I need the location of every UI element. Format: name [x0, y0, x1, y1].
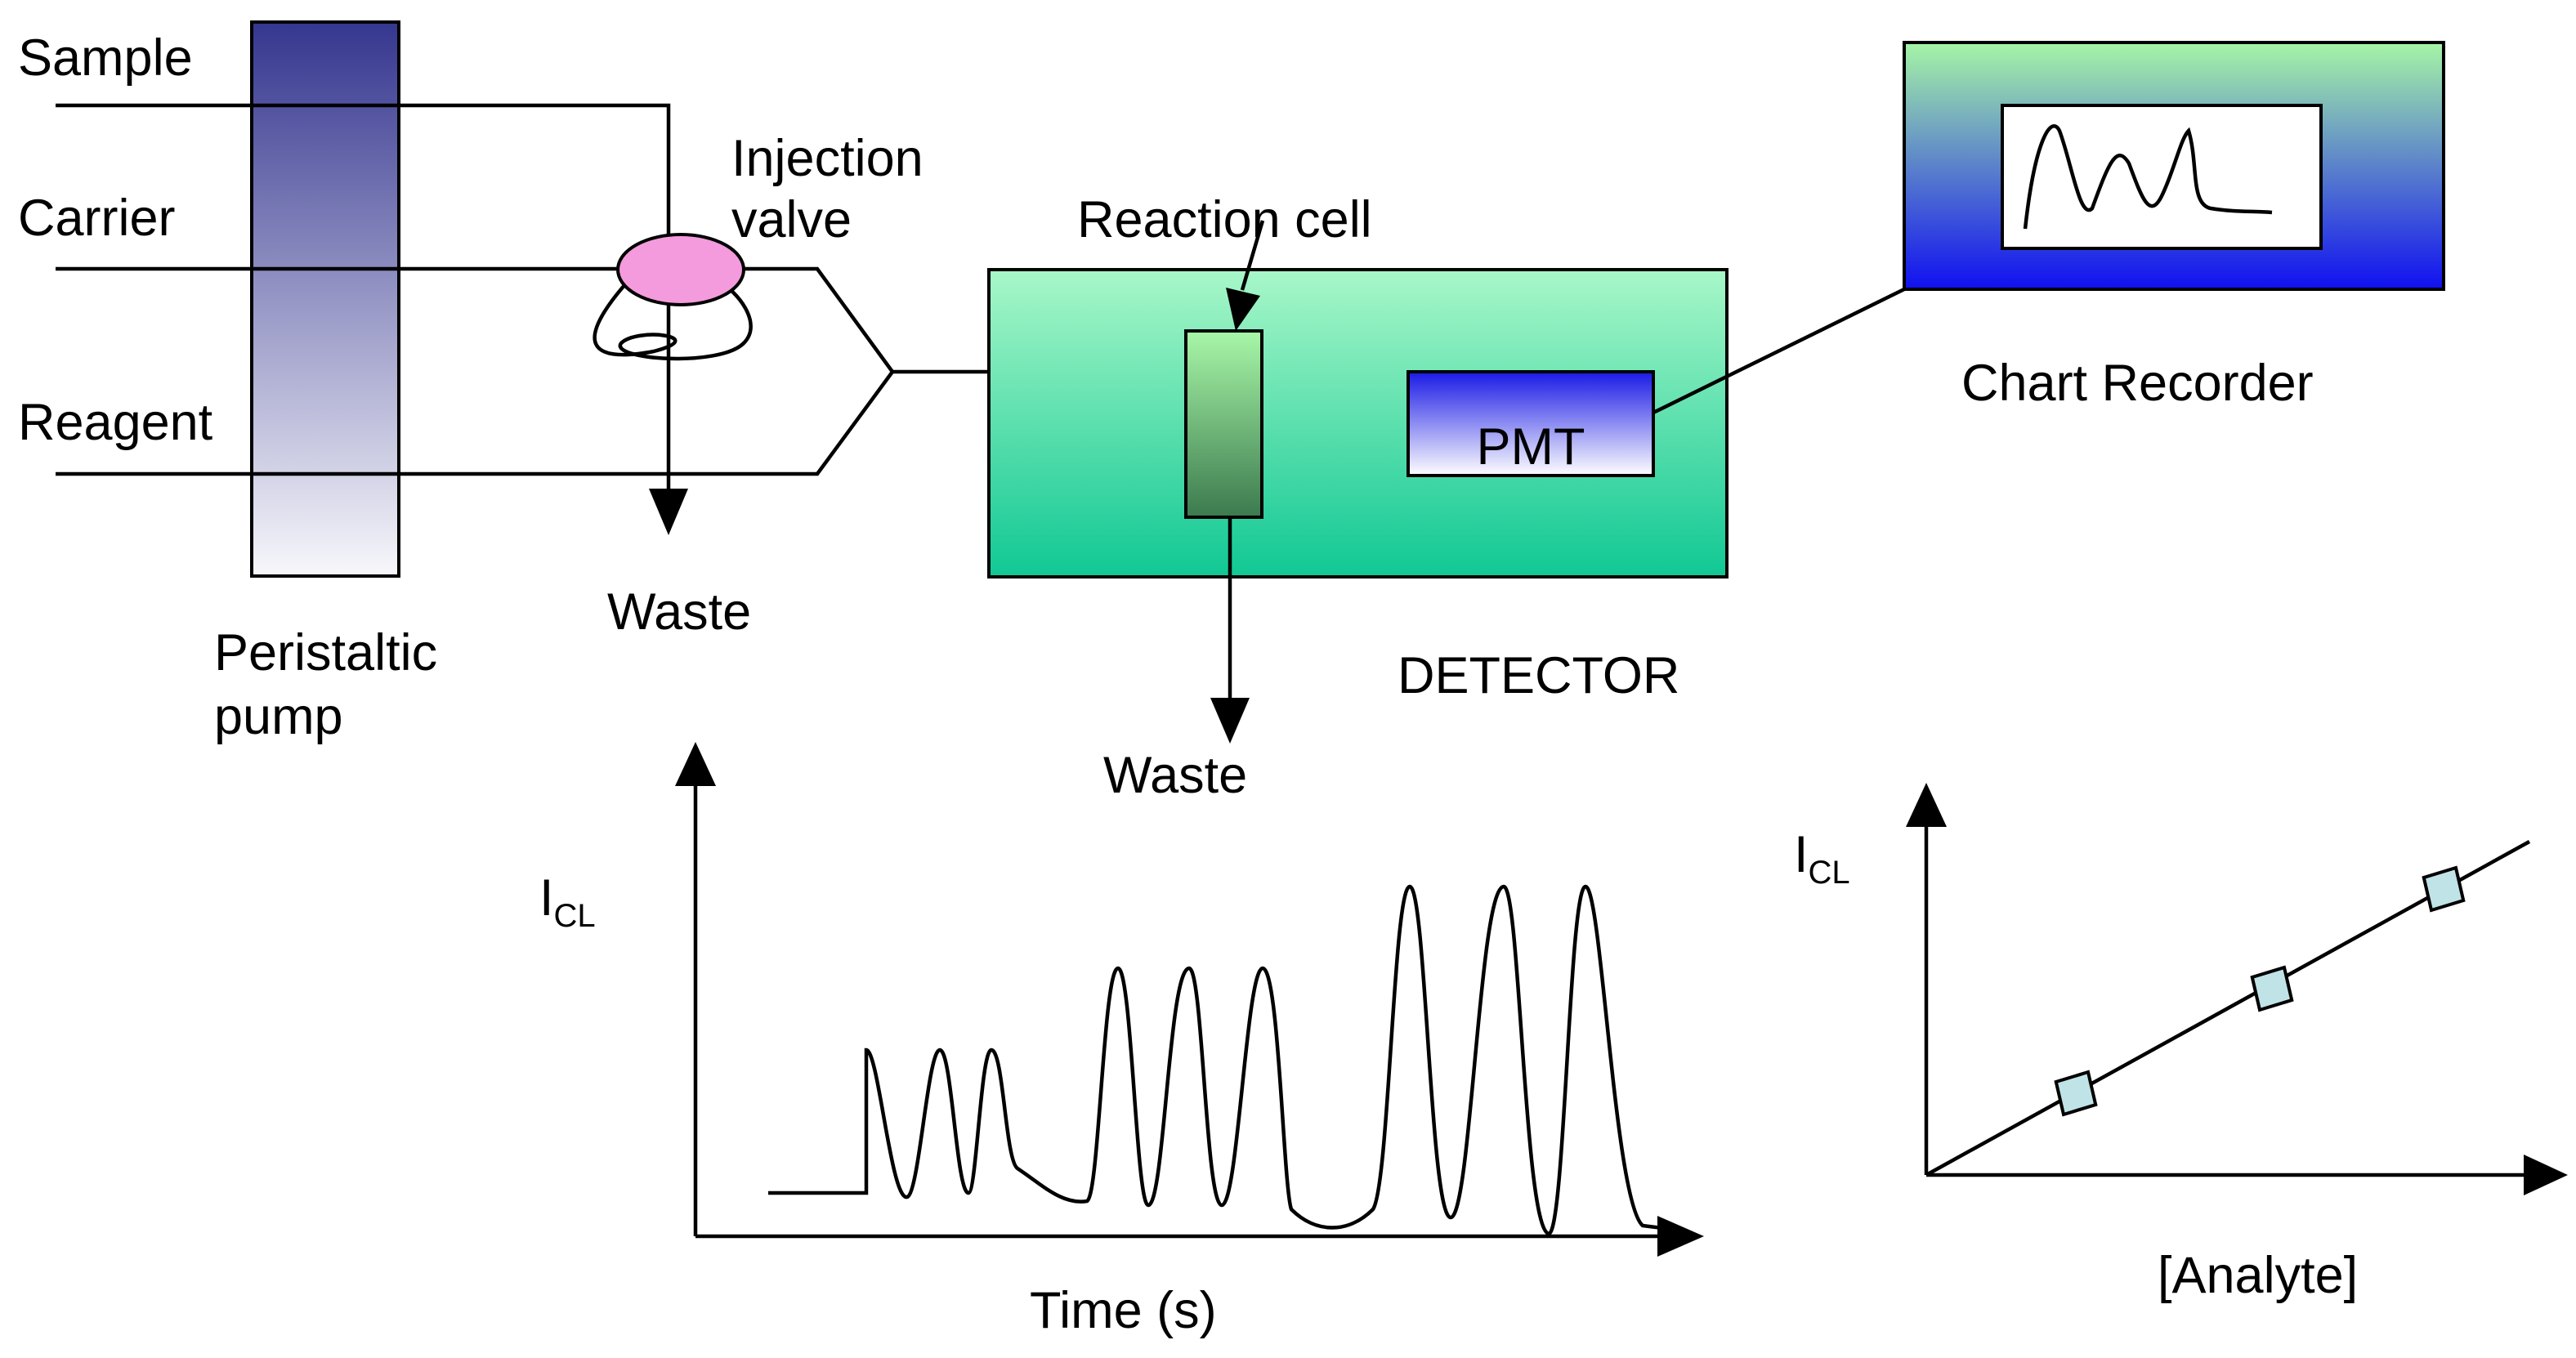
injection-valve: [616, 233, 745, 306]
time-plot-trace: [768, 884, 1676, 1236]
calibration-y-arrow: [1906, 783, 1947, 827]
reaction-cell: [1184, 329, 1263, 519]
peristaltic-pump-label-1: Peristaltic: [214, 624, 437, 681]
valve-waste-label: Waste: [607, 583, 751, 641]
detector-label: DETECTOR: [1398, 647, 1679, 704]
time-plot-y-label-main: I: [539, 869, 554, 927]
recorder-trace: [2023, 124, 2273, 230]
calibration-point-3: [2422, 865, 2466, 913]
sample-line: [56, 103, 671, 249]
sample-loop: [593, 276, 753, 361]
injection-valve-label-2: valve: [731, 191, 852, 248]
carrier-label: Carrier: [18, 190, 176, 247]
calibration-y-label-main: I: [1794, 826, 1809, 883]
calibration-plot: ICL [Analyte]: [1794, 783, 2568, 1304]
chart-recorder-label: Chart Recorder: [1961, 355, 2314, 412]
reagent-line: [56, 370, 894, 476]
reaction-cell-label: Reaction cell: [1077, 191, 1372, 248]
sample-label: Sample: [18, 29, 193, 87]
calibration-y-label-sub: CL: [1809, 855, 1850, 891]
valve-waste-arrow: [649, 489, 688, 535]
calibration-y-label: ICL: [1794, 826, 1850, 891]
reagent-label: Reagent: [18, 394, 213, 451]
time-plot-y-label-sub: CL: [554, 898, 596, 934]
pmt-to-recorder-line: [1652, 287, 1905, 415]
carrier-line: [56, 266, 894, 373]
time-plot-y-label: ICL: [539, 869, 596, 934]
time-plot: ICL Time (s): [539, 742, 1704, 1339]
time-plot-x-arrow: [1657, 1216, 1704, 1257]
calibration-x-arrow: [2524, 1155, 2568, 1195]
reaction-cell-pointer: [1240, 220, 1265, 291]
calibration-point-1: [2054, 1070, 2098, 1117]
detector-waste-label: Waste: [1103, 747, 1247, 804]
time-plot-x-label: Time (s): [1030, 1282, 1217, 1339]
calibration-point-2: [2250, 965, 2294, 1012]
pmt: [1407, 370, 1655, 477]
calibration-x-label: [Analyte]: [2158, 1247, 2358, 1304]
peristaltic-pump-label-2: pump: [214, 688, 343, 745]
detector-waste-arrow: [1210, 698, 1250, 744]
peristaltic-pump: [250, 20, 400, 578]
injection-valve-label-1: Injection: [731, 130, 924, 187]
recorder-screen: [2001, 104, 2323, 250]
pmt-label: PMT: [1477, 418, 1585, 476]
reaction-cell-pointer-arrow: [1226, 288, 1260, 331]
time-plot-y-arrow: [675, 742, 716, 786]
